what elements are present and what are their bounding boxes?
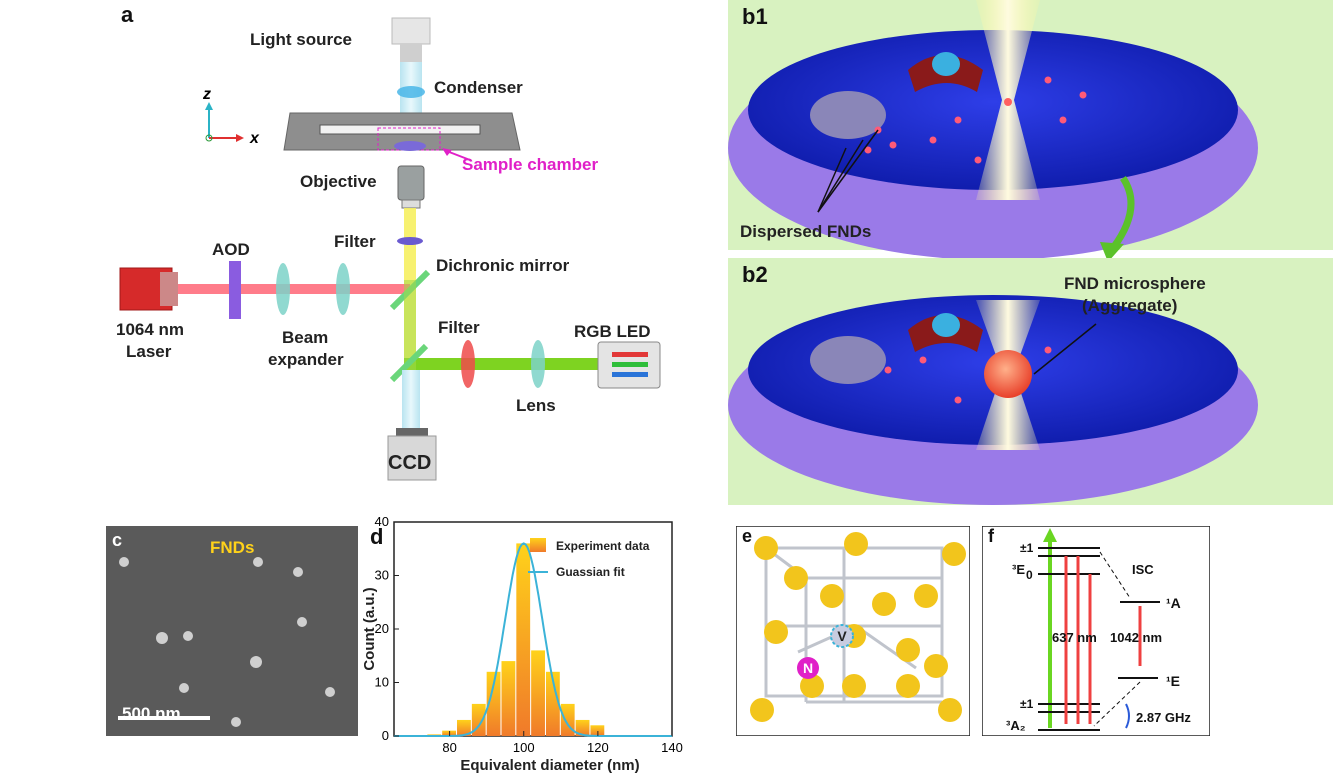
- label-microsphere-1: FND microsphere: [1064, 274, 1206, 293]
- y-tick-label: 40: [375, 514, 389, 529]
- nitrogen-atom: [797, 657, 819, 679]
- panel-label-b1: b1: [742, 4, 768, 29]
- histogram-bar: [471, 703, 486, 736]
- energy-level-diagram: ³E ±1 0 ISC ¹A 637 nm 1042 nm ¹E ±1 ³A₂ …: [982, 526, 1210, 736]
- green-beam: [404, 358, 604, 370]
- label-fnds: FNDs: [210, 538, 255, 557]
- stage-slot: [319, 124, 481, 135]
- cell-illustrations: [728, 0, 1333, 505]
- x-tick-label: 120: [587, 740, 609, 755]
- legend-swatch-experiment: [530, 538, 546, 552]
- panel-label-d: d: [370, 524, 384, 549]
- label-scale: 500 nm: [122, 704, 181, 723]
- x-tick-label: 80: [442, 740, 456, 755]
- scale-bar: [118, 716, 210, 720]
- y-tick-label: 20: [375, 621, 389, 636]
- label-light-source: Light source: [250, 30, 353, 49]
- label-axis-x: x: [250, 130, 259, 147]
- label-1042: 1042 nm: [1110, 630, 1162, 645]
- label-aod: AOD: [212, 240, 250, 259]
- y-tick-label: 10: [375, 675, 389, 690]
- label-637: 637 nm: [1052, 630, 1097, 645]
- panel-label-b2: b2: [742, 262, 768, 287]
- label-1a: ¹A: [1166, 595, 1181, 611]
- label-lens: Lens: [516, 396, 556, 415]
- ccd-box: [387, 435, 437, 481]
- label-zero-top: 0: [1026, 568, 1033, 582]
- panel-label-a: a: [121, 2, 134, 27]
- top-filter: [397, 237, 423, 245]
- label-ccd: CCD: [388, 452, 432, 474]
- lattice-diagram: V N: [736, 526, 970, 736]
- label-dispersed-fnds: Dispersed FNDs: [740, 222, 872, 241]
- expander-lens-1: [276, 263, 290, 315]
- label-objective: Objective: [300, 172, 377, 191]
- label-3a2: ³A₂: [1006, 718, 1026, 733]
- fnd-microsphere: [984, 350, 1032, 398]
- label-dichroic: Dichronic mirror: [436, 256, 570, 275]
- mid-filter: [461, 340, 475, 388]
- label-1e: ¹E: [1166, 673, 1180, 689]
- label-rgb-led: RGB LED: [574, 322, 651, 341]
- label-3e: ³E: [1012, 562, 1025, 577]
- label-axis-z: z: [203, 86, 211, 103]
- gaussian-fit-line: [394, 542, 672, 737]
- histogram-bar: [486, 671, 501, 736]
- label-laser-2: Laser: [126, 342, 172, 361]
- aod-block: [229, 261, 241, 319]
- label-beam-1: Beam: [282, 328, 329, 347]
- bottom-mirror: [389, 343, 429, 383]
- x-axis-label: Equivalent diameter (nm): [460, 757, 639, 774]
- b1-organelle: [810, 91, 886, 139]
- label-pm1-top: ±1: [1020, 541, 1034, 555]
- panel-label-f: f: [988, 526, 994, 546]
- legend-fit: Guassian fit: [556, 565, 625, 579]
- label-filter-top: Filter: [334, 232, 376, 251]
- histogram-bar: [501, 661, 516, 736]
- label-ghz: 2.87 GHz: [1136, 710, 1191, 725]
- light-source-box: [391, 17, 431, 45]
- histogram-bar: [590, 725, 605, 736]
- x-tick-label: 100: [513, 740, 535, 755]
- transition-arrow: [1110, 176, 1135, 251]
- y-axis-label: Count (a.u.): [361, 587, 378, 670]
- label-beam-2: expander: [268, 350, 344, 369]
- histogram-bar: [575, 719, 590, 736]
- ccd-beam: [402, 370, 420, 428]
- panel-label-e: e: [742, 526, 753, 546]
- label-pm1-bot: ±1: [1020, 697, 1034, 711]
- setup-diagram: [119, 17, 661, 481]
- expander-lens-2: [336, 263, 350, 315]
- condenser-lens: [397, 86, 425, 98]
- label-filter-mid: Filter: [438, 318, 480, 337]
- label-laser-1: 1064 nm: [116, 320, 185, 339]
- sample-lens: [394, 141, 426, 151]
- y-tick-label: 30: [375, 568, 389, 583]
- nitrogen-label: N: [803, 660, 813, 676]
- histogram-bar: [457, 719, 471, 736]
- objective-body: [397, 165, 425, 201]
- label-microsphere-2: (Aggregate): [1082, 296, 1178, 315]
- label-sample-chamber: Sample chamber: [462, 155, 599, 174]
- label-isc: ISC: [1132, 562, 1154, 577]
- histogram-bar: [516, 543, 531, 736]
- histogram-bar: [531, 650, 545, 736]
- legend-experiment: Experiment data: [556, 539, 650, 553]
- panel-label-c: c: [112, 530, 123, 550]
- sem-image: [106, 526, 358, 736]
- vacancy-label: V: [837, 628, 847, 644]
- vacancy-site: [830, 624, 854, 648]
- histogram-chart: 80 100 120 140 0 10 20 30 40 Experiment data Gua…: [361, 514, 683, 774]
- y-tick-label: 0: [382, 728, 389, 743]
- x-tick-label: 140: [661, 740, 683, 755]
- label-condenser: Condenser: [434, 78, 523, 97]
- histogram-bar: [545, 671, 560, 736]
- light-source-neck: [400, 44, 422, 62]
- led-lens: [531, 340, 545, 388]
